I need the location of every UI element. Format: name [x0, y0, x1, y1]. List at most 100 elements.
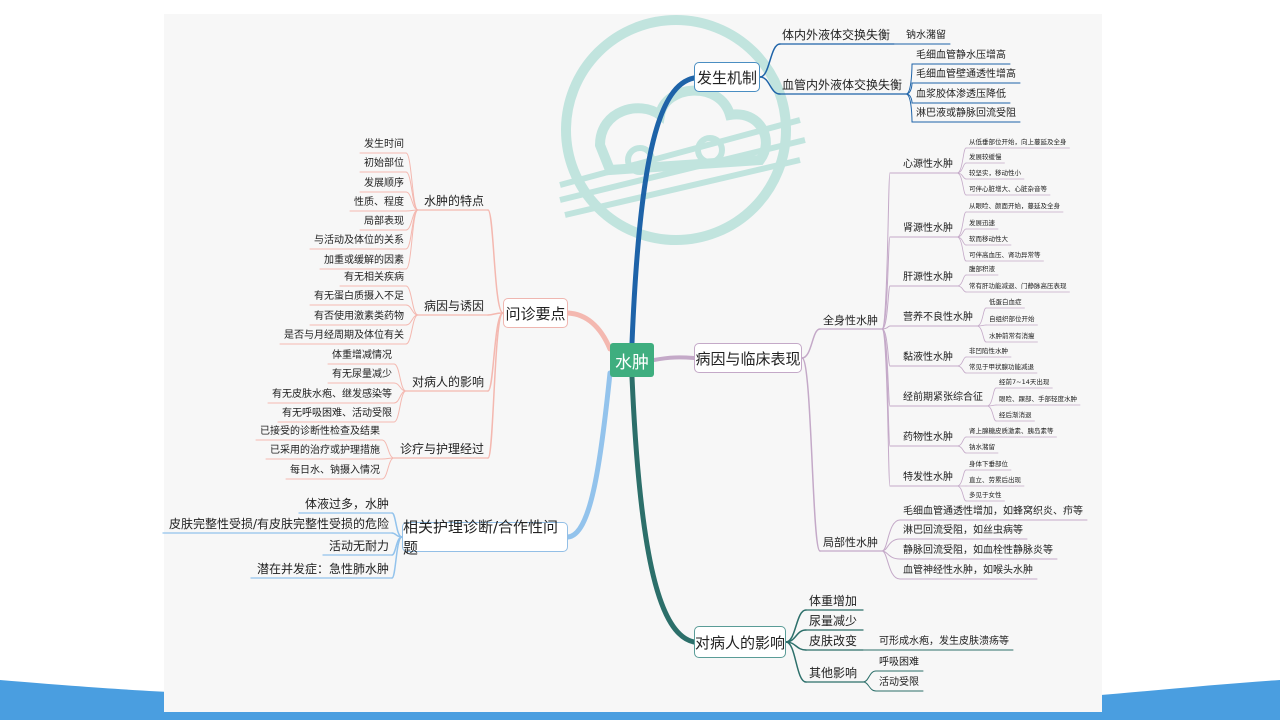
connector-line	[801, 328, 821, 359]
systemic-type-label[interactable]: 肝源性水肿	[903, 272, 953, 283]
inquiry-item[interactable]: 初始部位	[363, 158, 404, 169]
inquiry-item[interactable]: 是否与月经周期及体位有关	[283, 330, 404, 341]
mechanism-group-label[interactable]: 血管内外液体交换失衡	[782, 78, 903, 92]
node-diagnosis[interactable]: 相关护理诊断/合作性问题	[402, 518, 568, 557]
inquiry-item[interactable]: 局部表现	[363, 216, 404, 227]
connector-line	[881, 285, 891, 330]
mechanism-item[interactable]: 血浆胶体渗透压降低	[916, 89, 1006, 100]
inquiry-item[interactable]: 有无尿量减少	[331, 369, 392, 380]
systemic-type-detail[interactable]: 直立、劳累后出现	[969, 475, 1021, 484]
systemic-type-label[interactable]: 营养不良性水肿	[903, 312, 973, 323]
mechanism-item[interactable]: 钠水潴留	[906, 30, 946, 41]
systemic-type-detail[interactable]: 软而移动性大	[969, 234, 1008, 243]
diagnosis-item[interactable]: 皮肤完整性受损/有皮肤完整性受损的危险	[168, 517, 389, 531]
connector-line	[956, 445, 967, 454]
systemic-type-detail[interactable]: 发展迅速	[969, 218, 995, 227]
inquiry-item[interactable]: 发生时间	[363, 139, 404, 150]
mechanism-item[interactable]: 毛细血管静水压增高	[916, 50, 1006, 61]
systemic-type-label[interactable]: 黏液性水肿	[903, 352, 953, 363]
effect-detail[interactable]: 活动受限	[879, 677, 919, 688]
mechanism-item[interactable]: 毛细血管壁通透性增高	[916, 69, 1016, 80]
systemic-type-label[interactable]: 药物性水肿	[903, 432, 953, 443]
inquiry-group-label[interactable]: 水肿的特点	[423, 194, 484, 208]
local-edema-label[interactable]: 局部性水肿	[823, 536, 878, 549]
inquiry-item[interactable]: 有无皮肤水疱、继发感染等	[271, 389, 392, 400]
inquiry-item[interactable]: 有无呼吸困难、活动受限	[281, 408, 392, 419]
node-inquiry[interactable]: 问诊要点	[503, 298, 568, 328]
inquiry-item[interactable]: 每日水、钠摄入情况	[289, 465, 380, 476]
systemic-type-detail[interactable]: 从低垂部位开始，向上蔓延及全身	[969, 137, 1067, 146]
systemic-type-detail[interactable]: 非凹陷性水肿	[969, 346, 1008, 355]
systemic-type-label[interactable]: 特发性水肿	[903, 472, 953, 483]
systemic-type-detail[interactable]: 低蛋白血症	[989, 297, 1022, 306]
effect-item[interactable]: 皮肤改变	[809, 634, 858, 648]
systemic-type-label[interactable]: 肾源性水肿	[903, 223, 953, 234]
connector-line	[405, 171, 419, 211]
systemic-type-detail[interactable]: 经前7~14天出现	[999, 377, 1050, 386]
systemic-type-detail[interactable]: 水肿前常有消瘦	[989, 331, 1035, 340]
mechanism-item[interactable]: 淋巴液或静脉回流受阻	[916, 108, 1016, 119]
connector-line	[956, 469, 967, 487]
connector-line	[976, 307, 987, 327]
node-causes[interactable]: 病因与临床表现	[694, 343, 802, 373]
connector-line	[956, 285, 967, 293]
systemic-type-detail[interactable]: 可伴高血压、肾功异常等	[969, 250, 1041, 259]
local-edema-item[interactable]: 淋巴回流受阻，如丝虫病等	[903, 525, 1023, 536]
inquiry-item[interactable]: 与活动及体位的关系	[313, 235, 404, 246]
systemic-type-detail[interactable]: 较坚实，移动性小	[969, 168, 1021, 177]
connector-line	[381, 457, 395, 480]
inquiry-group-label[interactable]: 对病人的影响	[411, 375, 484, 389]
systemic-type-detail[interactable]: 从眼睑、颜面开始，蔓延及全身	[969, 201, 1060, 210]
effect-item[interactable]: 其他影响	[809, 666, 858, 680]
effect-item[interactable]: 体重增加	[809, 594, 858, 608]
diagnosis-item[interactable]: 体液过多，水肿	[304, 497, 389, 511]
systemic-type-detail[interactable]: 发展较缓慢	[969, 152, 1002, 161]
connector-line	[956, 162, 967, 174]
effect-detail[interactable]: 可形成水疱，发生皮肤溃疡等	[879, 636, 1009, 647]
systemic-edema-label[interactable]: 全身性水肿	[823, 314, 878, 327]
inquiry-item[interactable]: 有无蛋白质摄入不足	[313, 291, 404, 302]
diagnosis-item[interactable]: 活动无耐力	[328, 539, 389, 553]
connector-line	[905, 93, 913, 104]
inquiry-item[interactable]: 有否使用激素类药物	[313, 311, 404, 322]
inquiry-item[interactable]: 有无相关疾病	[343, 272, 404, 283]
mechanism-group-label[interactable]: 体内外液体交换失衡	[782, 28, 891, 42]
effect-detail[interactable]: 呼吸困难	[879, 657, 919, 668]
inquiry-item[interactable]: 加重或缓解的因素	[323, 255, 404, 266]
systemic-type-detail[interactable]: 腹部积液	[969, 264, 995, 273]
systemic-type-label[interactable]: 心源性水肿	[903, 159, 953, 170]
effect-item[interactable]: 尿量减少	[809, 614, 858, 628]
node-mechanism[interactable]: 发生机制	[694, 62, 760, 92]
connector-line	[956, 147, 967, 174]
inquiry-item[interactable]: 体重增减情况	[331, 350, 392, 361]
systemic-type-detail[interactable]: 多见于女性	[969, 490, 1002, 499]
connector-line	[956, 485, 967, 502]
connector-line	[956, 236, 967, 262]
systemic-type-detail[interactable]: 钠水潴留	[969, 442, 995, 451]
systemic-type-label[interactable]: 经前期紧张综合征	[903, 392, 983, 403]
systemic-type-detail[interactable]: 经后渐消退	[999, 410, 1032, 419]
connector-line	[956, 172, 967, 196]
center-topic[interactable]: 水肿	[610, 343, 654, 377]
local-edema-item[interactable]: 静脉回流受阻，如血栓性静脉炎等	[903, 545, 1053, 556]
systemic-type-detail[interactable]: 常有肝功能减退、门静脉高压表现	[969, 281, 1067, 290]
node-effects[interactable]: 对病人的影响	[694, 626, 786, 658]
systemic-type-detail[interactable]: 肾上腺糖皮质激素、胰岛素等	[969, 426, 1054, 435]
systemic-type-detail[interactable]: 身体下垂部位	[969, 459, 1008, 468]
inquiry-item[interactable]: 性质、程度	[353, 197, 404, 208]
systemic-type-detail[interactable]: 常见于甲状腺功能减退	[969, 362, 1034, 371]
systemic-type-detail[interactable]: 可伴心脏增大、心脏杂音等	[969, 184, 1047, 193]
diagnosis-item[interactable]: 潜在并发症：急性肺水肿	[256, 562, 389, 576]
local-edema-item[interactable]: 血管神经性水肿，如喉头水肿	[903, 565, 1033, 576]
inquiry-group-label[interactable]: 病因与诱因	[423, 299, 484, 313]
systemic-type-detail[interactable]: 自组织部位开始	[989, 314, 1035, 323]
inquiry-group-label[interactable]: 诊疗与护理经过	[399, 442, 484, 456]
connector-line	[393, 390, 407, 423]
connector-line	[881, 519, 901, 552]
inquiry-item[interactable]: 已接受的诊断性检查及结果	[259, 426, 380, 437]
local-edema-item[interactable]: 毛细血管通透性增加，如蜂窝织炎、疖等	[903, 506, 1083, 517]
systemic-type-detail[interactable]: 眼睑、踝部、手部轻度水肿	[999, 394, 1077, 403]
cloud-logo-watermark	[559, 15, 806, 245]
inquiry-item[interactable]: 发展顺序	[363, 178, 404, 189]
inquiry-item[interactable]: 已采用的治疗或护理措施	[269, 445, 380, 456]
